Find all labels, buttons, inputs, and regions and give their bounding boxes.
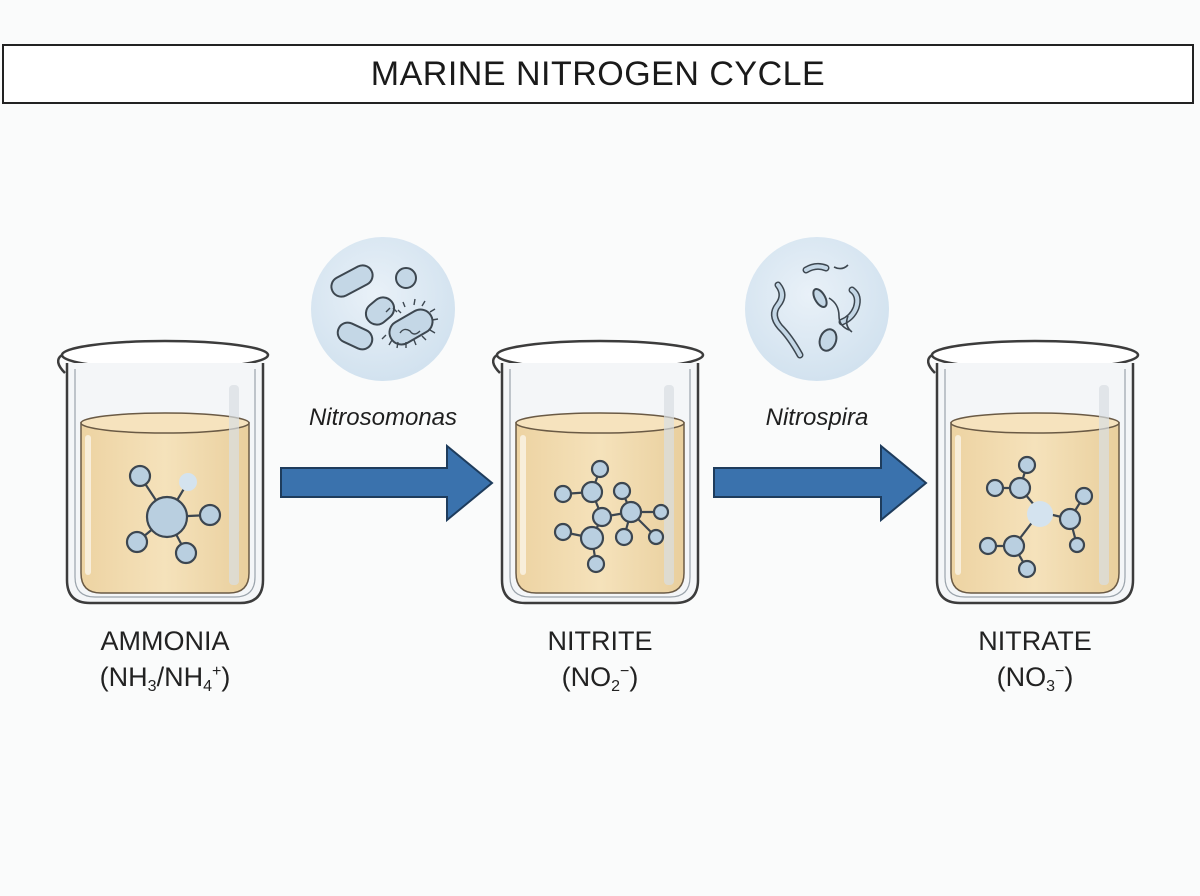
rod-bacteria-icon: [311, 237, 455, 381]
diagram-title: MARINE NITROGEN CYCLE: [370, 54, 826, 93]
stage-formula: (NO2−): [561, 662, 639, 695]
stage-name: NITRITE: [547, 626, 653, 656]
stage-name: NITRATE: [978, 626, 1092, 656]
beaker-ammonia: [56, 339, 270, 605]
stage-label-nitrate: NITRATE (NO3−): [915, 623, 1155, 695]
arrow-nitrite-to-nitrate: [713, 443, 928, 523]
nitrite-molecule-icon: [553, 459, 670, 574]
title-box: MARINE NITROGEN CYCLE: [2, 44, 1194, 104]
stage-formula: (NH3/NH4+): [99, 662, 231, 695]
stage-label-nitrite: NITRITE (NO2−): [480, 623, 720, 695]
nitrate-molecule-icon: [978, 455, 1094, 579]
bacteria-label-nitrosomonas: Nitrosomonas: [308, 404, 458, 431]
stage-name: AMMONIA: [100, 626, 230, 656]
bacteria-label-nitrospira: Nitrospira: [765, 404, 869, 431]
arrow-ammonia-to-nitrite: [280, 443, 494, 523]
ammonia-molecule-icon: [125, 464, 222, 565]
stage-formula: (NO3−): [996, 662, 1074, 695]
stage-label-ammonia: AMMONIA (NH3/NH4+): [45, 623, 285, 695]
spiral-bacteria-icon: [745, 237, 889, 381]
